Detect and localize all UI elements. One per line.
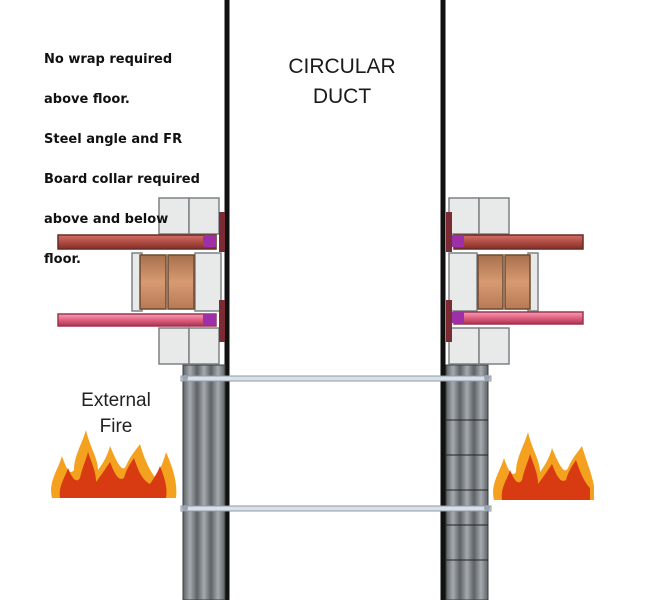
duct	[224, 0, 446, 600]
steel-angle-lower-left	[57, 300, 225, 342]
fr-board-collar-right	[448, 197, 539, 365]
insulation-wrap-left	[182, 364, 226, 600]
fire-label-line1: External	[81, 390, 151, 411]
steel-angle-lower-right	[446, 300, 584, 342]
fixing-band-upper	[180, 375, 492, 382]
note-line: above and below	[44, 212, 169, 227]
timber-block-right	[477, 254, 531, 310]
fr-board-collar-left	[131, 197, 222, 365]
note-line: Board collar required	[44, 172, 200, 187]
note-line: floor.	[44, 252, 81, 267]
flame-icon-right	[493, 432, 594, 500]
note-line: Steel angle and FR	[44, 132, 183, 147]
installation-note: No wrap required above floor. Steel angl…	[44, 30, 234, 290]
external-fire-label: External Fire	[66, 388, 166, 440]
duct-label-line1: CIRCULAR	[288, 55, 396, 78]
fixing-band-lower	[180, 505, 492, 512]
note-line: No wrap required	[44, 52, 173, 67]
insulation-wrap-right	[445, 364, 489, 600]
flame-icon-left	[51, 430, 177, 498]
steel-angle-upper-left	[57, 212, 225, 252]
duct-label-line2: DUCT	[312, 85, 372, 108]
steel-angle-upper-right	[446, 212, 584, 252]
fire-label-line2: Fire	[99, 416, 133, 437]
timber-block-left	[139, 254, 195, 310]
duct-label: CIRCULAR DUCT	[272, 52, 412, 112]
note-line: above floor.	[44, 92, 130, 107]
